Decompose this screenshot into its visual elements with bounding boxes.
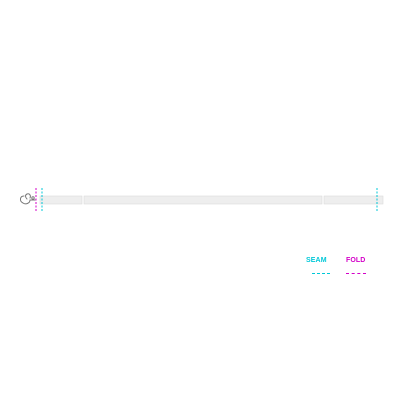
strap-segment-right-end — [323, 195, 384, 205]
seam-legend-label: SEAM — [306, 257, 327, 264]
line-legend: SEAM FOLD — [306, 256, 372, 280]
seam-legend-swatch — [312, 273, 330, 274]
lanyard-strap — [39, 195, 384, 205]
lobster-clasp-hook-icon — [20, 193, 36, 205]
strap-segment-left-end — [39, 195, 83, 205]
legend-item-seam: SEAM — [306, 256, 336, 280]
fold-legend-label: FOLD — [346, 257, 366, 264]
legend-item-fold: FOLD — [346, 256, 372, 280]
fold-legend-swatch — [346, 273, 366, 274]
strap-segment-main — [83, 195, 323, 205]
